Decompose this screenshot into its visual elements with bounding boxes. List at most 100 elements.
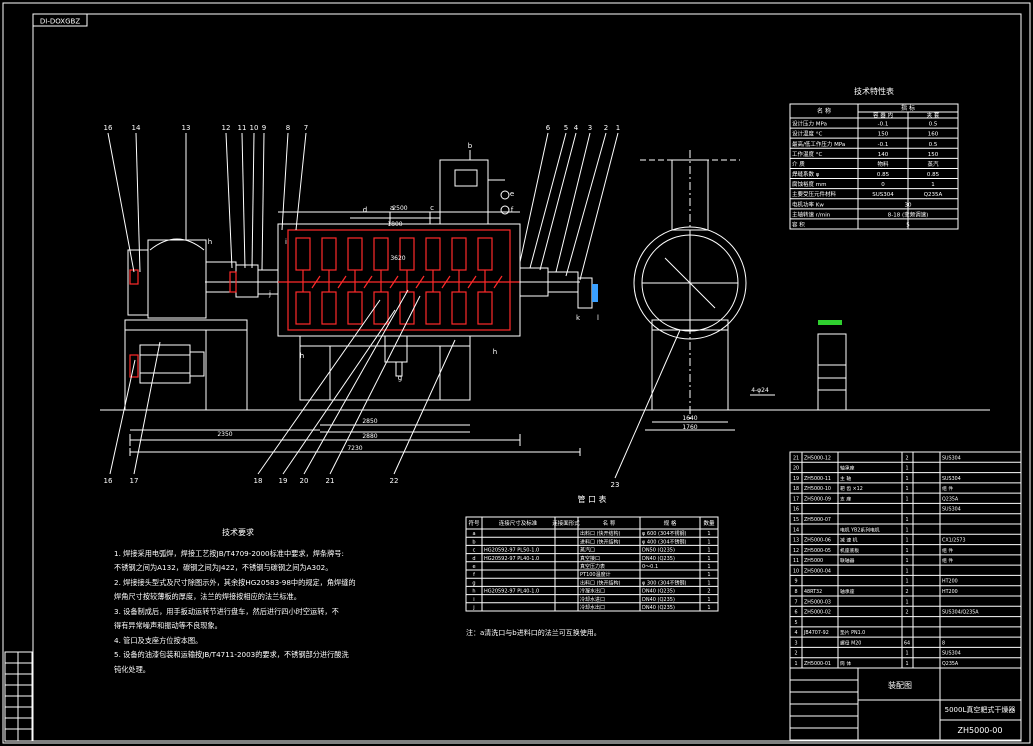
nozzle-cell: 1 [707, 564, 710, 570]
side-view [633, 150, 775, 431]
svg-text:k: k [576, 314, 581, 322]
svg-text:18: 18 [254, 477, 263, 485]
parts-list-cell: 16 [793, 507, 799, 513]
parts-list-cell: 耙 齿 ×12 [840, 486, 863, 492]
nozzle-header-cell: 连接尺寸及标准 [499, 519, 538, 527]
svg-text:22: 22 [390, 477, 399, 485]
svg-text:2: 2 [604, 124, 608, 132]
parts-list-cell: 1 [905, 661, 908, 667]
tech-param-name: 最高/低工作压力 MPa [792, 140, 845, 148]
tech-param-inner: 5 [906, 223, 910, 229]
tech-param-inner: 物料 [877, 160, 889, 168]
parts-list-cell: 4 [794, 630, 797, 636]
svg-text:h: h [208, 238, 212, 246]
parts-list-cell: HT200 [942, 589, 958, 595]
title-name: 装配图 [888, 680, 912, 690]
tech-param-jacket: 150 [928, 152, 939, 158]
svg-text:10: 10 [250, 124, 259, 132]
svg-text:j: j [268, 290, 271, 298]
nozzle-cell: 1 [707, 531, 710, 537]
tech-param-name: 主轴转速 r/min [792, 210, 831, 218]
nozzle-cell: 蒸汽口 [580, 547, 595, 554]
tech-requirement-line: 5. 设备的油漆包装和运输按JB/T4711-2003的要求，不锈钢部分进行酸洗 [114, 650, 349, 659]
nozzle-cell: 1 [707, 605, 710, 611]
tech-param-jacket: 0.5 [929, 142, 938, 148]
parts-list-cell: 1 [905, 517, 908, 523]
parts-list-cell: 1 [905, 486, 908, 492]
parts-list-cell: ZH5000-11 [804, 476, 831, 482]
tech-param-jacket: Q235A [924, 192, 943, 198]
parts-list-cell: 主 轴 [840, 475, 851, 482]
parts-list-cell: 1 [905, 579, 908, 585]
dim-total: 7230 [347, 445, 362, 452]
nozzle-cell: 冷却水出口 [580, 604, 605, 611]
motor [139, 344, 191, 384]
rake-teeth [295, 237, 503, 325]
nozzle-cell: e [472, 564, 475, 570]
parts-list-cell: 机座底板 [840, 547, 859, 554]
parts-list-cell: ZH5000-01 [804, 661, 831, 667]
svg-text:e: e [510, 190, 514, 198]
front-dimensions [129, 150, 581, 456]
tech-requirement-line: 1. 焊接采用电弧焊，焊接工艺按JB/T4709-2000标准中要求，焊条牌号: [114, 548, 344, 558]
tech-param-inner: 140 [878, 152, 889, 158]
parts-list-cell: ZH5000-09 [804, 496, 831, 502]
parts-list-cell: ZH5000-05 [804, 548, 831, 554]
svg-text:容 器 内: 容 器 内 [873, 111, 893, 119]
tech-requirement-line: 2. 焊接接头型式及尺寸除图示外，其余按HG20583-98中的规定，角焊缝的 [114, 577, 356, 587]
parts-list-cell: 支 座 [840, 495, 851, 502]
tech-param-inner: 0 [881, 182, 885, 188]
svg-text:21: 21 [326, 477, 335, 485]
svg-text:b: b [468, 142, 473, 150]
parts-list-cell: 1 [905, 466, 908, 472]
dim-inner-top: 1800 [387, 221, 402, 228]
tech-param-jacket: 160 [928, 132, 939, 138]
nozzle-cell: 1 [707, 572, 710, 578]
tech-param-name: 介 质 [792, 160, 805, 168]
inner-frame [32, 13, 1022, 742]
parts-list-cell: 减 速 机 [840, 537, 858, 544]
nozzle-cell: 进料口 (快开结构) [580, 538, 621, 545]
tech-requirement-line: 得有异常噪声和振动等不良现象。 [114, 621, 222, 630]
vessel-jacket [287, 229, 511, 331]
nozzle-cell: i [473, 597, 474, 603]
parts-list-cell: HT200 [942, 579, 958, 585]
tech-param-name: 腐蚀裕度 mm [792, 180, 826, 188]
parts-list-cell: SUS304 [942, 507, 961, 513]
parts-list-cell: CX1/2573 [942, 538, 966, 544]
parts-list-cell: 1 [905, 538, 908, 544]
callouts-bottom: 16 17 18 19 20 21 22 23 [104, 477, 620, 489]
tech-param-inner: -0.1 [878, 142, 889, 148]
svg-text:g: g [398, 374, 402, 382]
parts-list-cell: 垫片 PN1.0 [840, 629, 865, 636]
parts-list-cell: SUS304 [942, 651, 961, 657]
parts-list-cell: JB4707-92 [803, 630, 829, 636]
dim-bottom-1: 2850 [362, 418, 377, 425]
parts-list-cell: 15 [793, 517, 799, 523]
parts-list-cell: 12 [793, 548, 799, 554]
svg-text:17: 17 [130, 477, 139, 485]
dim-bottom-3: 2350 [217, 431, 232, 438]
dim-side-base: 1760 [682, 424, 697, 431]
svg-text:3: 3 [588, 124, 592, 132]
tech-param-jacket: 1 [931, 182, 935, 188]
tech-param-name: 设计压力 MPa [792, 120, 827, 128]
nozzle-table [465, 516, 719, 612]
dim-shell: 3620 [390, 255, 405, 262]
parts-list-cell: ZH5000-03 [804, 599, 831, 605]
nozzle-header-cell: 名 称 [603, 519, 616, 527]
parts-list-cell: 7 [794, 599, 797, 605]
parts-list-cell: SUS304 [942, 455, 961, 461]
parts-list-cell: 1 [905, 558, 908, 564]
parts-list-cell: 轴承座 [840, 465, 855, 472]
svg-text:20: 20 [300, 477, 309, 485]
parts-list-cell: 8 [794, 589, 797, 595]
title-drawing-no: ZH5000-00 [958, 726, 1003, 735]
parts-list-cell: 组 件 [942, 547, 953, 554]
tech-param-inner: 30 [905, 202, 912, 208]
parts-list-cell: SUS304/Q235A [942, 610, 979, 616]
svg-text:16: 16 [104, 477, 113, 485]
